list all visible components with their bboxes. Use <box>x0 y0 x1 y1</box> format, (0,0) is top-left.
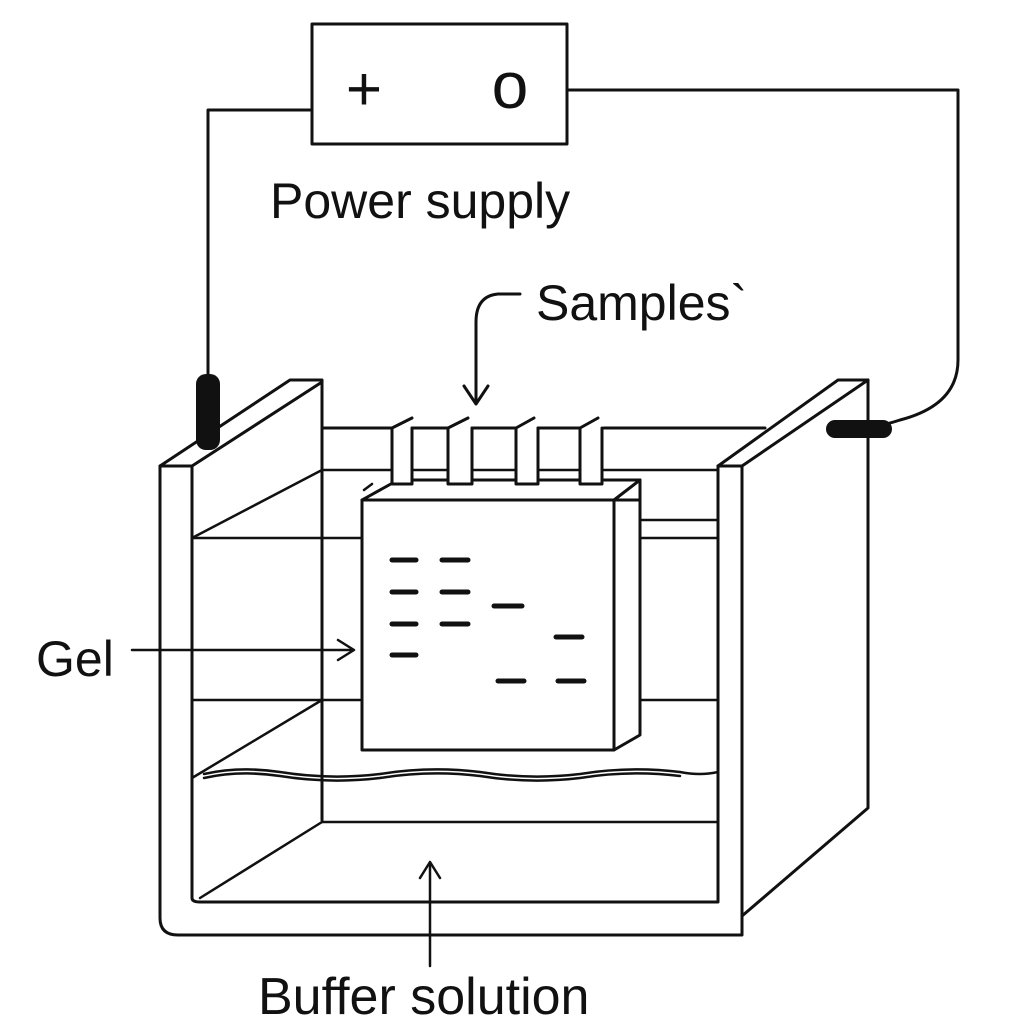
negative-terminal-symbol: o <box>492 48 529 122</box>
samples-arrow <box>474 292 522 404</box>
gel-lane-2 <box>439 557 471 627</box>
positive-wire <box>206 108 314 380</box>
positive-terminal-symbol: + <box>346 55 382 124</box>
buffer-solution-label: Buffer solution <box>258 968 589 1024</box>
negative-electrode <box>826 420 892 438</box>
power-supply: + o <box>310 22 569 146</box>
samples-label: Samples` <box>536 275 747 331</box>
negative-wire <box>565 88 960 432</box>
gel-lane-4 <box>553 634 587 684</box>
gel-slab <box>360 478 642 752</box>
gel-lane-3 <box>491 603 527 684</box>
buffer-surface-wave <box>202 768 720 778</box>
gel-lane-1 <box>389 557 419 658</box>
gel-label: Gel <box>36 631 114 687</box>
positive-electrode <box>196 374 220 450</box>
sample-wells <box>390 416 604 486</box>
buffer-tank <box>158 378 870 937</box>
power-supply-label: Power supply <box>270 173 570 229</box>
